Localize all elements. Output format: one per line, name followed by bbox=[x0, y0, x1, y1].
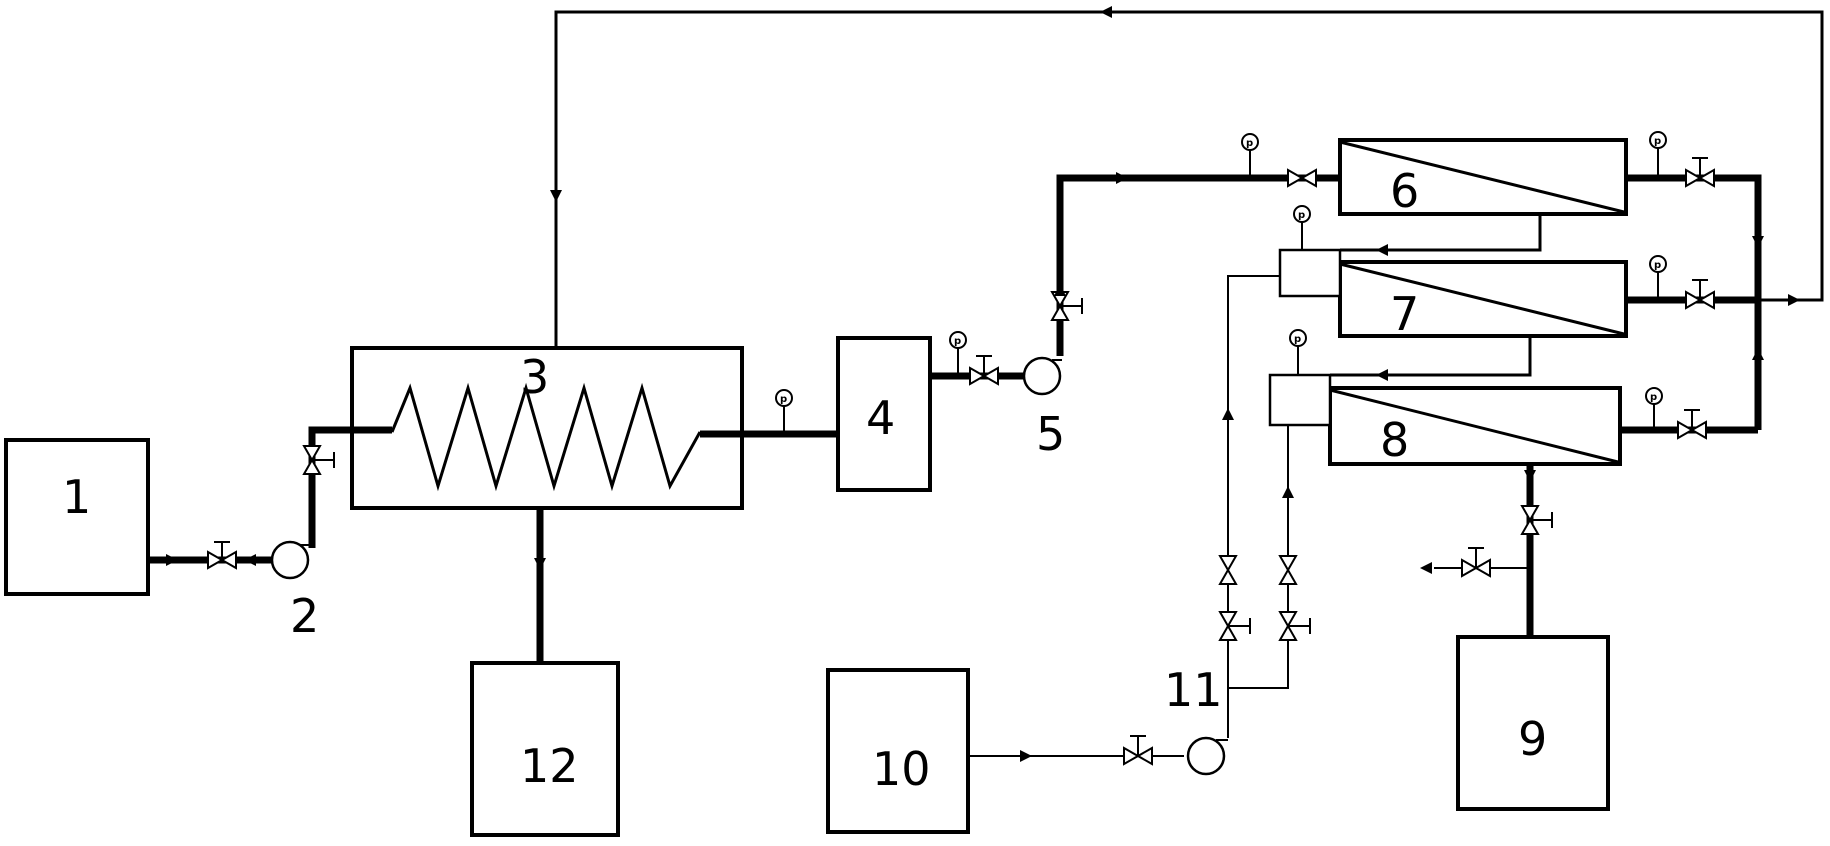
unit-10-label: 10 bbox=[872, 742, 931, 796]
unit-6-label: 6 bbox=[1390, 164, 1419, 218]
valve-11-left-a bbox=[1219, 555, 1237, 585]
svg-text:p: p bbox=[1654, 260, 1661, 271]
arrow-pump-11-right-up bbox=[1282, 486, 1294, 498]
svg-text:p: p bbox=[1246, 138, 1253, 149]
pressure-gauge-4-out: p bbox=[949, 331, 967, 376]
pump-11: 11 bbox=[1164, 663, 1228, 776]
unit-7-membrane-module: 7 bbox=[1338, 260, 1628, 341]
unit-8-membrane-module: 8 bbox=[1328, 386, 1622, 467]
pump-11-label: 11 bbox=[1164, 663, 1223, 717]
unit-3-heat-exchanger: 3 bbox=[350, 346, 744, 510]
arrow-recycle-top bbox=[1100, 6, 1112, 18]
valve-11-right-a bbox=[1279, 555, 1297, 585]
arrow-recycle-down bbox=[550, 190, 562, 202]
pipe-6-to-7 bbox=[1340, 214, 1542, 252]
arrow-6-to-7 bbox=[1376, 244, 1388, 256]
pipe-pump-11-left-branch bbox=[1227, 275, 1280, 688]
svg-text:p: p bbox=[780, 394, 787, 405]
unit-12-box: 12 bbox=[470, 661, 620, 837]
unit-4-label: 4 bbox=[866, 391, 895, 445]
manifold-box-upper bbox=[1278, 248, 1342, 298]
arrow-1-line bbox=[166, 554, 178, 566]
arrow-to-6 bbox=[1116, 172, 1128, 184]
arrow-vent bbox=[1420, 562, 1432, 574]
pressure-gauge-8-out: p bbox=[1645, 387, 1663, 430]
unit-7-label: 7 bbox=[1390, 287, 1419, 341]
pipe-pump-2-to-exchanger bbox=[308, 426, 392, 548]
pressure-gauge-7-out: p bbox=[1649, 255, 1667, 300]
arrow-8-down bbox=[1524, 470, 1536, 482]
unit-6-membrane-module: 6 bbox=[1338, 138, 1628, 218]
unit-9-box: 9 bbox=[1456, 635, 1610, 811]
arrow-7-to-8 bbox=[1376, 369, 1388, 381]
pipe-7-to-8 bbox=[1330, 336, 1532, 377]
unit-1-label: 1 bbox=[62, 470, 91, 524]
arrow-pump-11-left-up bbox=[1222, 408, 1234, 420]
pressure-gauge-6-in: p bbox=[1241, 133, 1259, 178]
pressure-gauge-8-in: p bbox=[1289, 329, 1307, 375]
arrow-8-outlet-up bbox=[1752, 348, 1764, 360]
pump-2: 2 bbox=[270, 540, 319, 643]
svg-text:p: p bbox=[1650, 392, 1657, 403]
svg-text:p: p bbox=[1654, 136, 1661, 147]
pressure-gauge-exchanger-out: p bbox=[775, 389, 793, 434]
pressure-gauge-6-out: p bbox=[1649, 131, 1667, 178]
arrow-6-outlet-down bbox=[1752, 236, 1764, 248]
arrow-pump-5-up bbox=[1054, 284, 1066, 296]
pipe-6-outlet bbox=[1626, 174, 1762, 430]
heating-coil bbox=[390, 382, 702, 492]
pipe-pump-11-right-branch bbox=[1228, 425, 1289, 689]
unit-1-box: 1 bbox=[4, 438, 150, 596]
svg-text:p: p bbox=[954, 336, 961, 347]
svg-text:p: p bbox=[1294, 334, 1301, 345]
svg-text:p: p bbox=[1298, 210, 1305, 221]
manifold-box-lower bbox=[1268, 373, 1332, 427]
unit-12-label: 12 bbox=[520, 739, 579, 793]
unit-10-box: 10 bbox=[826, 668, 970, 834]
arrow-7-outlet bbox=[1788, 294, 1800, 306]
unit-9-label: 9 bbox=[1518, 712, 1547, 766]
arrow-to-12 bbox=[534, 558, 546, 570]
unit-8-label: 8 bbox=[1380, 413, 1409, 467]
pump-5-label: 5 bbox=[1036, 407, 1065, 461]
valve-6-inlet bbox=[1287, 169, 1317, 187]
pump-2-label: 2 bbox=[290, 589, 319, 643]
unit-4-box: 4 bbox=[836, 336, 932, 492]
pump-5: 5 bbox=[1022, 356, 1065, 461]
arrow-10-line bbox=[1020, 750, 1032, 762]
arrow-2-line bbox=[244, 554, 256, 566]
unit-3-label: 3 bbox=[520, 350, 549, 404]
pressure-gauge-7-in: p bbox=[1293, 205, 1311, 250]
